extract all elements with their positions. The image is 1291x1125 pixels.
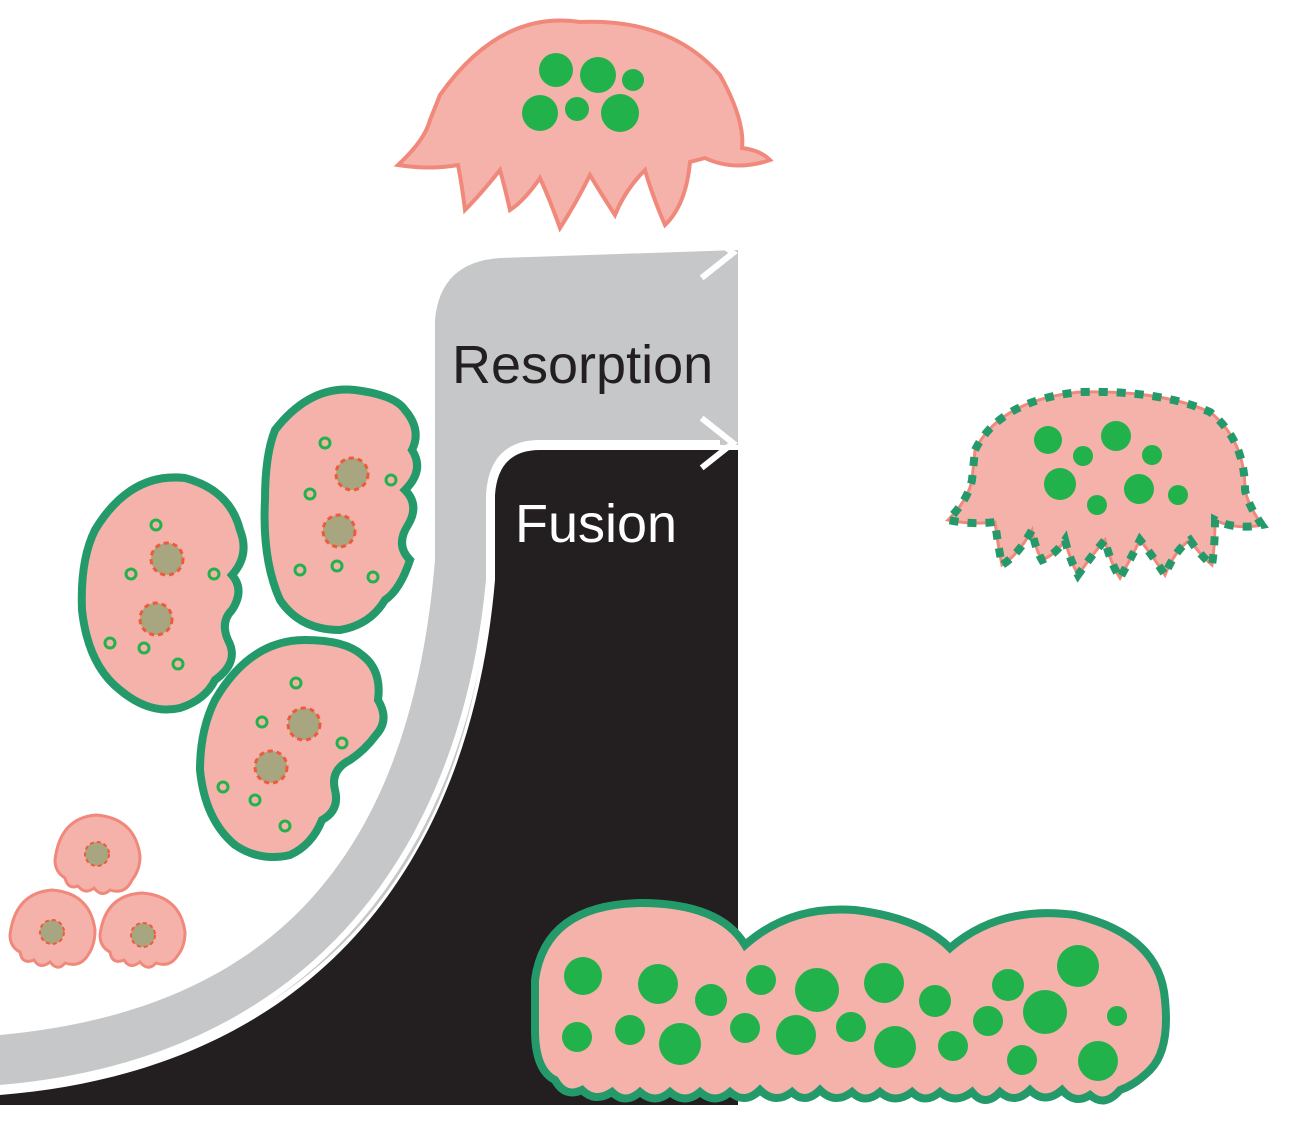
top-osteoclast <box>393 18 774 233</box>
resorption-arrow-icon <box>699 225 738 281</box>
resorption-label: Resorption <box>452 335 713 395</box>
resorbing-osteoclast <box>939 387 1269 586</box>
fusion-band-edge <box>0 440 720 1091</box>
resorption-band <box>0 250 738 1085</box>
precursor-cell <box>53 813 142 895</box>
multinucleated-osteoclast <box>531 898 1170 1105</box>
fusing-cell <box>260 385 422 635</box>
precursor-cell <box>8 888 97 969</box>
precursor-cell <box>98 891 187 969</box>
fusion-arrow-icon <box>699 415 738 471</box>
fusing-cell <box>195 635 388 861</box>
fusing-cell <box>77 473 248 714</box>
fusion-label: Fusion <box>515 494 677 554</box>
